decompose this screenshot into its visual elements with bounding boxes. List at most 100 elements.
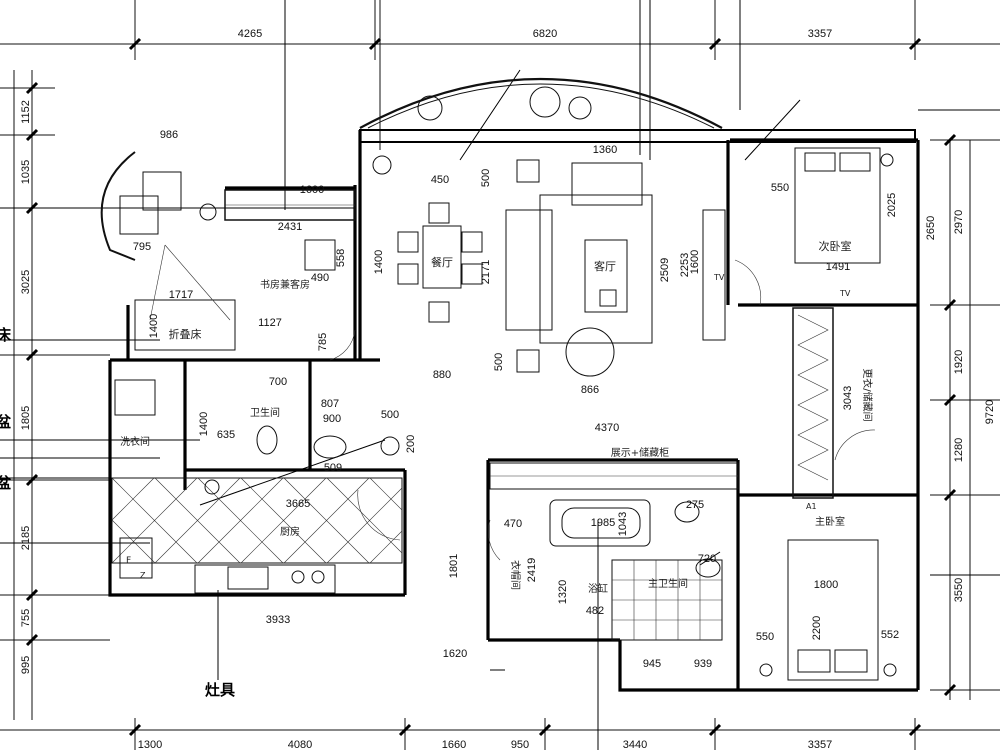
a1-mark: A1 <box>806 502 817 511</box>
dim-2650: 2650 <box>925 216 937 240</box>
dim-bottom-6: 3357 <box>808 739 832 750</box>
dim-top-2: 6820 <box>533 28 557 40</box>
dim-left-4: 1805 <box>20 406 32 430</box>
dim-450: 450 <box>431 174 449 186</box>
room-folding-bed: 折叠床 <box>169 327 202 341</box>
dim-left-7: 995 <box>20 656 32 674</box>
room-tub: 浴缸 <box>588 582 608 595</box>
callout-stove: 灶具 <box>205 681 235 699</box>
dim-200: 200 <box>405 435 417 453</box>
dim-1400-dining: 1400 <box>373 250 385 274</box>
dim-700: 700 <box>269 376 287 388</box>
dim-2253: 2253 <box>679 253 691 277</box>
tv-mark-2: TV <box>839 289 851 298</box>
room-bedroom2: 次卧室 <box>819 239 852 253</box>
dim-482: 482 <box>586 605 604 617</box>
furniture <box>114 86 897 681</box>
dim-1360: 1360 <box>593 144 617 156</box>
room-study: 书房兼客房 <box>260 278 310 291</box>
dim-2171: 2171 <box>480 260 492 284</box>
dim-558: 558 <box>335 249 347 267</box>
bath-floor-grid <box>611 559 723 641</box>
dim-top-3: 3357 <box>808 28 832 40</box>
dim-bottom-3: 1660 <box>442 739 466 750</box>
room-kitchen: 厨房 <box>280 525 300 538</box>
dim-2025: 2025 <box>886 193 898 217</box>
edge-callouts: 床 盆 盆 灶具 <box>0 326 235 699</box>
room-bath1: 卫生间 <box>250 406 280 419</box>
f-mark: F <box>126 556 131 566</box>
dim-left-5: 2185 <box>20 526 32 550</box>
windows <box>100 77 834 499</box>
dim-939: 939 <box>694 658 712 670</box>
dim-right-2: 1920 <box>953 350 965 374</box>
dim-550-bed2: 550 <box>771 182 789 194</box>
room-labels: 餐厅 客厅 次卧室 书房兼客房 折叠床 卫生间 洗衣间 厨房 更衣/储藏间 展示… <box>120 239 874 595</box>
dim-509: 509 <box>324 462 342 474</box>
callout-bed: 床 <box>0 326 12 344</box>
z-mark: Z <box>140 571 146 580</box>
dim-1985: 1985 <box>591 517 615 529</box>
dim-1600-tv: 1600 <box>689 250 701 274</box>
dim-500-dining: 500 <box>480 169 492 187</box>
room-master: 主卧室 <box>815 515 845 528</box>
dim-bottom-4: 950 <box>511 739 529 750</box>
dim-right-3: 1280 <box>953 438 965 462</box>
dim-1320: 1320 <box>557 580 569 604</box>
dim-945: 945 <box>643 658 661 670</box>
dim-bottom-2: 4080 <box>288 739 312 750</box>
dim-550-master: 550 <box>756 631 774 643</box>
symbol-marks: TV TV A1 F Z <box>126 273 851 580</box>
inner-dimensions: 986 1600 2431 795 1717 490 558 1400 1127… <box>133 129 937 670</box>
dim-top-1: 4265 <box>238 28 262 40</box>
room-wardrobe: 衣帽间 <box>509 560 522 590</box>
room-dining: 餐厅 <box>431 255 453 269</box>
dim-900: 900 <box>323 413 341 425</box>
dim-2419: 2419 <box>526 558 538 582</box>
dim-1801: 1801 <box>448 554 460 578</box>
dim-880: 880 <box>433 369 451 381</box>
dim-right-1: 2970 <box>953 210 965 234</box>
left-dimensions: 1152 1035 3025 1805 2185 755 995 <box>20 100 32 674</box>
dim-635: 635 <box>217 429 235 441</box>
dim-470: 470 <box>504 518 522 530</box>
dim-2431: 2431 <box>278 221 302 233</box>
room-living: 客厅 <box>594 259 616 273</box>
dim-left-6: 755 <box>20 609 32 627</box>
dim-1620: 1620 <box>443 648 467 660</box>
dim-left-3: 3025 <box>20 270 32 294</box>
dim-left-1: 1152 <box>20 100 32 124</box>
dim-3933: 3933 <box>266 614 290 626</box>
dim-500-sofa: 500 <box>493 353 505 371</box>
dim-bottom-5: 3440 <box>623 739 647 750</box>
dim-720: 720 <box>698 553 716 565</box>
walls <box>108 129 920 692</box>
room-display-cabinet: 展示+储藏柜 <box>611 446 669 459</box>
callout-basin-1: 盆 <box>0 413 12 431</box>
top-dimensions: 4265 6820 3357 <box>238 28 832 40</box>
dim-3043: 3043 <box>842 386 854 410</box>
dim-490: 490 <box>311 272 329 284</box>
dim-500-bath: 500 <box>381 409 399 421</box>
dim-807: 807 <box>321 398 339 410</box>
tv-mark-1: TV <box>713 273 725 282</box>
dim-4370: 4370 <box>595 422 619 434</box>
room-laundry: 洗衣间 <box>120 435 150 448</box>
dim-1491: 1491 <box>826 261 850 273</box>
dim-2509: 2509 <box>659 258 671 282</box>
dim-right-4: 3550 <box>953 578 965 602</box>
dim-275: 275 <box>686 499 704 511</box>
dim-left-2: 1035 <box>20 160 32 184</box>
dim-986: 986 <box>160 129 178 141</box>
right-dimensions: 2970 1920 1280 3550 9720 <box>953 210 996 602</box>
dim-1600: 1600 <box>300 184 324 196</box>
dim-2200: 2200 <box>811 616 823 640</box>
dim-1127: 1127 <box>258 317 282 329</box>
bottom-dimensions: 1300 4080 1660 950 3440 3357 <box>138 739 832 750</box>
dim-785: 785 <box>317 333 329 351</box>
kitchen-floor-pattern <box>111 477 403 564</box>
dim-1400-study: 1400 <box>148 314 160 338</box>
